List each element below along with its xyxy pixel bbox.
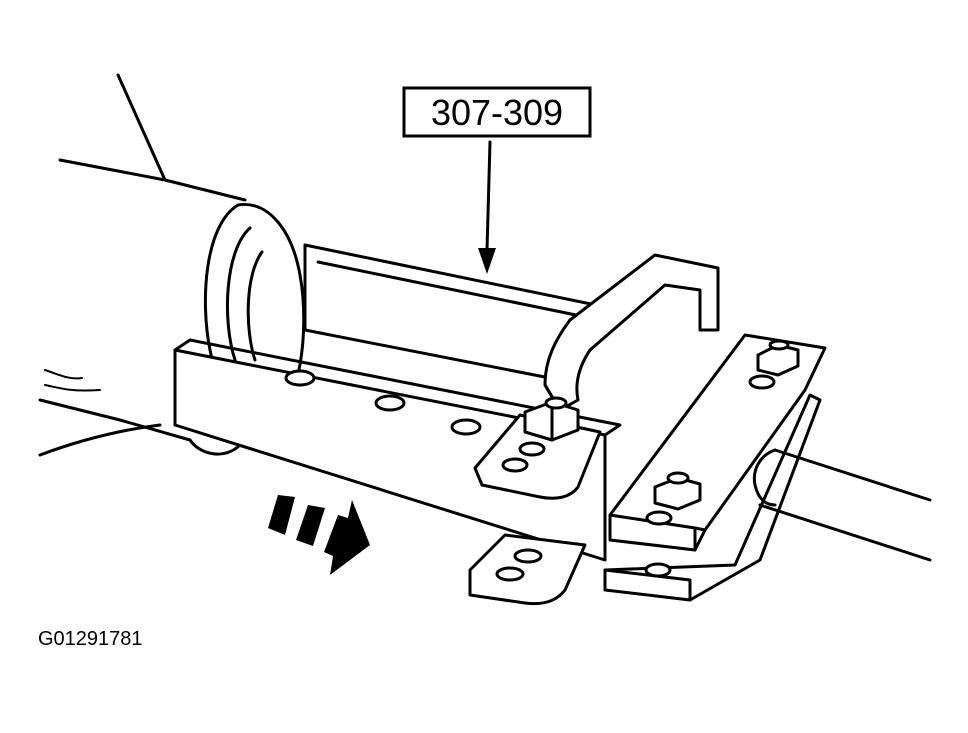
tool-callout: 307-309 [402,86,592,274]
nut-right-bottom [653,471,702,511]
direction-arrow-icon [268,495,370,575]
main-bar [173,338,622,562]
shaft [752,448,932,562]
nut-left [523,396,580,442]
foot-bracket [468,533,587,606]
figure-id: G01291781 [38,628,143,650]
clamp-plate-lower [603,393,822,602]
upper-rail [303,243,622,382]
u-strap [473,253,720,500]
callout-leader [485,140,492,252]
arrow-down-icon [478,248,496,274]
nut-right-top [756,339,800,377]
tool-number-label: 307-309 [431,92,563,133]
